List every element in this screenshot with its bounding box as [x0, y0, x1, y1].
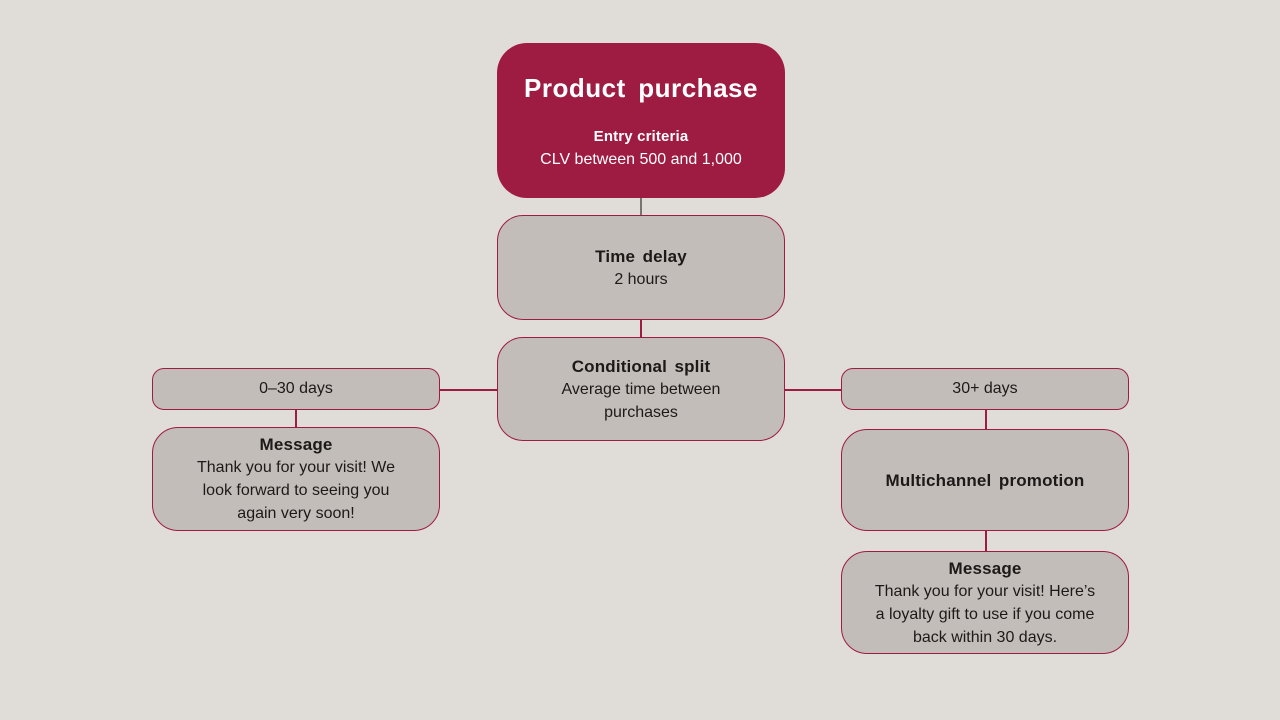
time-delay-title: Time delay: [595, 246, 687, 266]
message-right-title: Message: [948, 558, 1022, 578]
conditional-split-title: Conditional split: [571, 356, 711, 376]
branch-label-left-text: 0–30 days: [259, 380, 333, 397]
node-trigger-product-purchase[interactable]: Product purchase Entry criteria CLV betw…: [497, 43, 785, 198]
connector-timedelay-to-split: [640, 320, 642, 337]
connector-split-to-left-branch: [440, 389, 497, 391]
branch-label-30-plus-days[interactable]: 30+ days: [841, 368, 1129, 410]
trigger-entry-criteria-label: Entry criteria: [593, 128, 689, 145]
node-conditional-split[interactable]: Conditional split Average time between p…: [497, 337, 785, 441]
branch-label-right-text: 30+ days: [952, 380, 1018, 397]
trigger-title: Product purchase: [523, 73, 759, 103]
connector-leftlabel-to-message: [295, 410, 297, 427]
connector-rightlabel-to-promotion: [985, 410, 987, 429]
time-delay-value: 2 hours: [614, 270, 668, 288]
connector-promotion-to-message: [985, 531, 987, 551]
message-right-body: Thank you for your visit! Here’s a loyal…: [874, 582, 1096, 646]
message-left-body: Thank you for your visit! We look forwar…: [197, 459, 395, 522]
node-message-right[interactable]: Message Thank you for your visit! Here’s…: [841, 551, 1129, 654]
conditional-split-condition: Average time between purchases: [561, 380, 721, 421]
connector-trigger-to-timedelay: [640, 198, 642, 215]
message-left-title: Message: [259, 435, 333, 454]
trigger-entry-criteria-value: CLV between 500 and 1,000: [540, 151, 742, 168]
connector-split-to-right-branch: [785, 389, 841, 391]
multichannel-promotion-title: Multichannel promotion: [885, 470, 1085, 490]
node-time-delay[interactable]: Time delay 2 hours: [497, 215, 785, 320]
branch-label-0-30-days[interactable]: 0–30 days: [152, 368, 440, 410]
node-multichannel-promotion[interactable]: Multichannel promotion: [841, 429, 1129, 531]
node-message-left[interactable]: Message Thank you for your visit! We loo…: [152, 427, 440, 531]
